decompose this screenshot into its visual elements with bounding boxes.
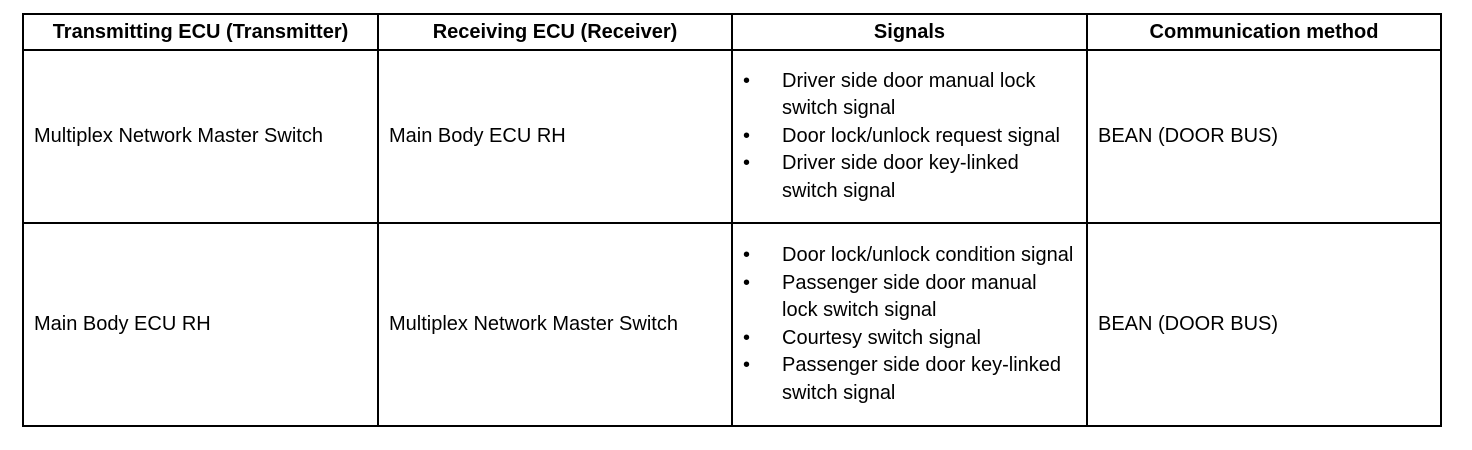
signal-text: Passenger side door key-linked switch si… bbox=[782, 354, 1062, 404]
header-communication-method: Communication method bbox=[1086, 13, 1442, 51]
bullet-icon: • bbox=[743, 326, 751, 349]
receiver-cell: Main Body ECU RH bbox=[377, 49, 733, 224]
ecu-communication-table: Transmitting ECU (Transmitter) Receiving… bbox=[22, 13, 1442, 427]
signal-list: • Driver side door manual lock switch sig… bbox=[743, 68, 1076, 206]
header-transmitting-ecu: Transmitting ECU (Transmitter) bbox=[22, 13, 379, 51]
bullet-icon: • bbox=[743, 69, 751, 92]
signal-item: • Driver side door key-linked switch sign… bbox=[743, 150, 1076, 205]
signal-text: Passenger side door manual lock switch s… bbox=[782, 271, 1037, 322]
signals-cell: • Driver side door manual lock switch sig… bbox=[731, 49, 1088, 224]
bullet-icon: • bbox=[743, 152, 751, 175]
signal-item: • Driver side door manual lock switch sig… bbox=[743, 68, 1076, 123]
bullet-icon: • bbox=[743, 271, 751, 294]
signals-cell: • Door lock/unlock condition signal • Pass… bbox=[731, 222, 1088, 427]
signal-text: Door lock/unlock request signal bbox=[782, 124, 1060, 147]
bullet-icon: • bbox=[743, 354, 751, 376]
table-row: Multiplex Network Master Switch Main Bod… bbox=[22, 49, 1442, 224]
signal-text: Door lock/unlock condition signal bbox=[782, 244, 1074, 266]
method-cell: BEAN (DOOR BUS) bbox=[1086, 222, 1442, 427]
header-row: Transmitting ECU (Transmitter) Receiving… bbox=[22, 13, 1442, 51]
signal-item: • Courtesy switch signal bbox=[743, 325, 1076, 353]
table-body: Multiplex Network Master Switch Main Bod… bbox=[22, 49, 1442, 427]
signal-item: • Door lock/unlock condition signal bbox=[743, 242, 1076, 270]
signal-item: • Passenger side door manual lock switch … bbox=[743, 270, 1076, 325]
signal-text: Driver side door manual lock switch sign… bbox=[782, 69, 1036, 120]
header-signals: Signals bbox=[731, 13, 1088, 51]
signal-text: Driver side door key-linked switch signa… bbox=[782, 152, 1019, 202]
method-cell: BEAN (DOOR BUS) bbox=[1086, 49, 1442, 224]
bullet-icon: • bbox=[743, 244, 751, 266]
header-receiving-ecu: Receiving ECU (Receiver) bbox=[377, 13, 733, 51]
transmitter-cell: Main Body ECU RH bbox=[22, 222, 379, 427]
table-header: Transmitting ECU (Transmitter) Receiving… bbox=[22, 13, 1442, 51]
receiver-cell: Multiplex Network Master Switch bbox=[377, 222, 733, 427]
signal-text: Courtesy switch signal bbox=[782, 326, 981, 349]
signal-item: • Passenger side door key-linked switch s… bbox=[743, 352, 1076, 407]
table-row: Main Body ECU RH Multiplex Network Maste… bbox=[22, 222, 1442, 427]
signal-list: • Door lock/unlock condition signal • Pass… bbox=[743, 242, 1076, 407]
bullet-icon: • bbox=[743, 124, 751, 147]
signal-item: • Door lock/unlock request signal bbox=[743, 123, 1076, 151]
transmitter-cell: Multiplex Network Master Switch bbox=[22, 49, 379, 224]
